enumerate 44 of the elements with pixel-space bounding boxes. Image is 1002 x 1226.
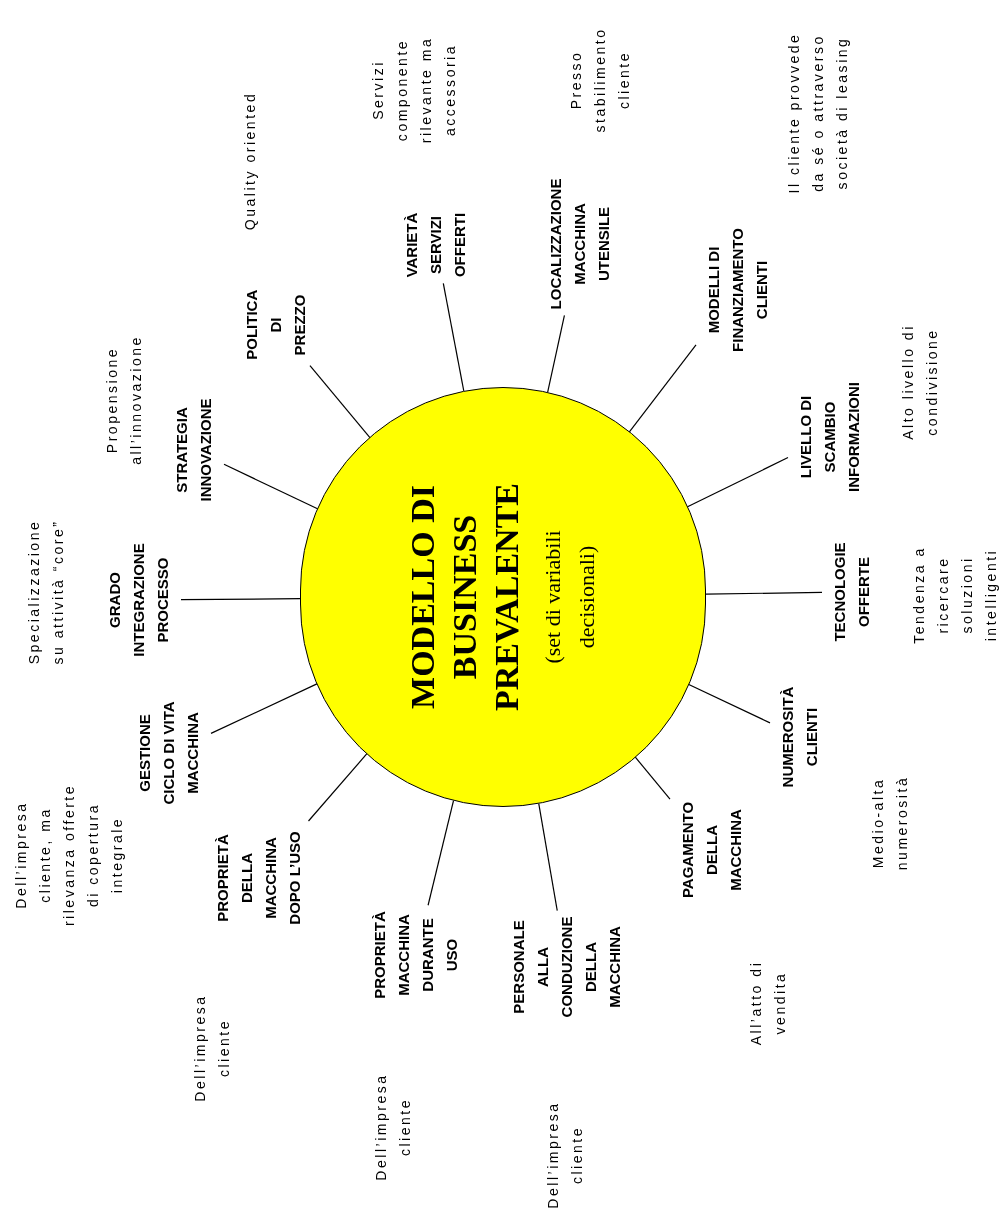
connector-line <box>307 752 368 822</box>
connector-line <box>705 591 823 595</box>
connector-line <box>634 756 671 800</box>
variable-label: TECNOLOGIE OFFERTE <box>828 542 876 642</box>
variable-label: PERSONALE ALLA CONDUZIONE DELLA MACCHINA <box>507 916 627 1018</box>
variable-label: LOCALIZZAZIONE MACCHINA UTENSILE <box>544 178 616 310</box>
description-text: Servizi componente rilevante ma accessoria <box>369 35 459 146</box>
variable-label: PROPRIETÀ DELLA MACCHINA DOPO L’USO <box>211 827 307 929</box>
connector-line <box>309 365 371 439</box>
variable-label: PROPRIETÀ MACCHINA DURANTE USO <box>368 911 464 999</box>
description-text: Medio-alta numerosità <box>869 774 911 873</box>
variable-label: NUMEROSITÀ CLIENTI <box>776 686 824 788</box>
variable-label: GRADO INTEGRAZIONE PROCESSO <box>103 543 175 657</box>
description-text: Specializzazione su attività “core” <box>25 518 67 667</box>
connector-line <box>547 314 565 393</box>
variable-label: LIVELLO DI SCAMBIO INFORMAZIONI <box>794 378 866 496</box>
description-text: Tendenza a ricercare soluzioni intelligenti <box>910 545 1000 646</box>
description-text: Alto livello di condivisione <box>899 323 941 442</box>
connector-line <box>685 456 789 508</box>
description-text: Presso stabilimento cliente <box>567 26 633 135</box>
description-text: Dell’impresa cliente <box>372 1072 414 1183</box>
description-text: Dell’impresa cliente <box>191 993 233 1104</box>
variable-label: VARIETÀ SERVIZI OFFERTI <box>400 212 472 278</box>
description-text: Propensione all’innovazione <box>103 334 145 467</box>
variable-label: MODELLI DI FINANZIAMENTO CLIENTI <box>702 224 774 356</box>
description-text: Il cliente provvede da sé o attraverso società di leasing <box>785 31 851 196</box>
variable-label: STRATEGIA INNOVAZIONE <box>170 398 218 502</box>
circle-subtitle: (set di variabili decisionali) <box>539 529 600 666</box>
connector-line <box>538 803 558 912</box>
circle-title: MODELLO DI BUSINESS PREVALENTE <box>403 482 526 713</box>
description-text: Dell’impresa cliente <box>544 1100 586 1211</box>
connector-line <box>628 344 697 433</box>
description-text: All’atto di vendita <box>747 960 789 1046</box>
variable-label: POLITICA DI PREZZO <box>240 290 312 360</box>
connector-line <box>427 800 455 906</box>
connector-line <box>442 282 465 392</box>
connector-line <box>687 683 771 724</box>
connector-line <box>210 682 319 734</box>
connector-line <box>223 463 320 510</box>
variable-label: GESTIONE CICLO DI VITA MACCHINA <box>133 697 205 809</box>
description-text: Dell’impresa cliente, ma rilevanza offerte di copertura integrale <box>12 782 126 929</box>
variable-label: PAGAMENTO DELLA MACCHINA <box>676 801 748 899</box>
connector-line <box>180 598 301 601</box>
description-text: Quality oriented <box>241 91 259 231</box>
